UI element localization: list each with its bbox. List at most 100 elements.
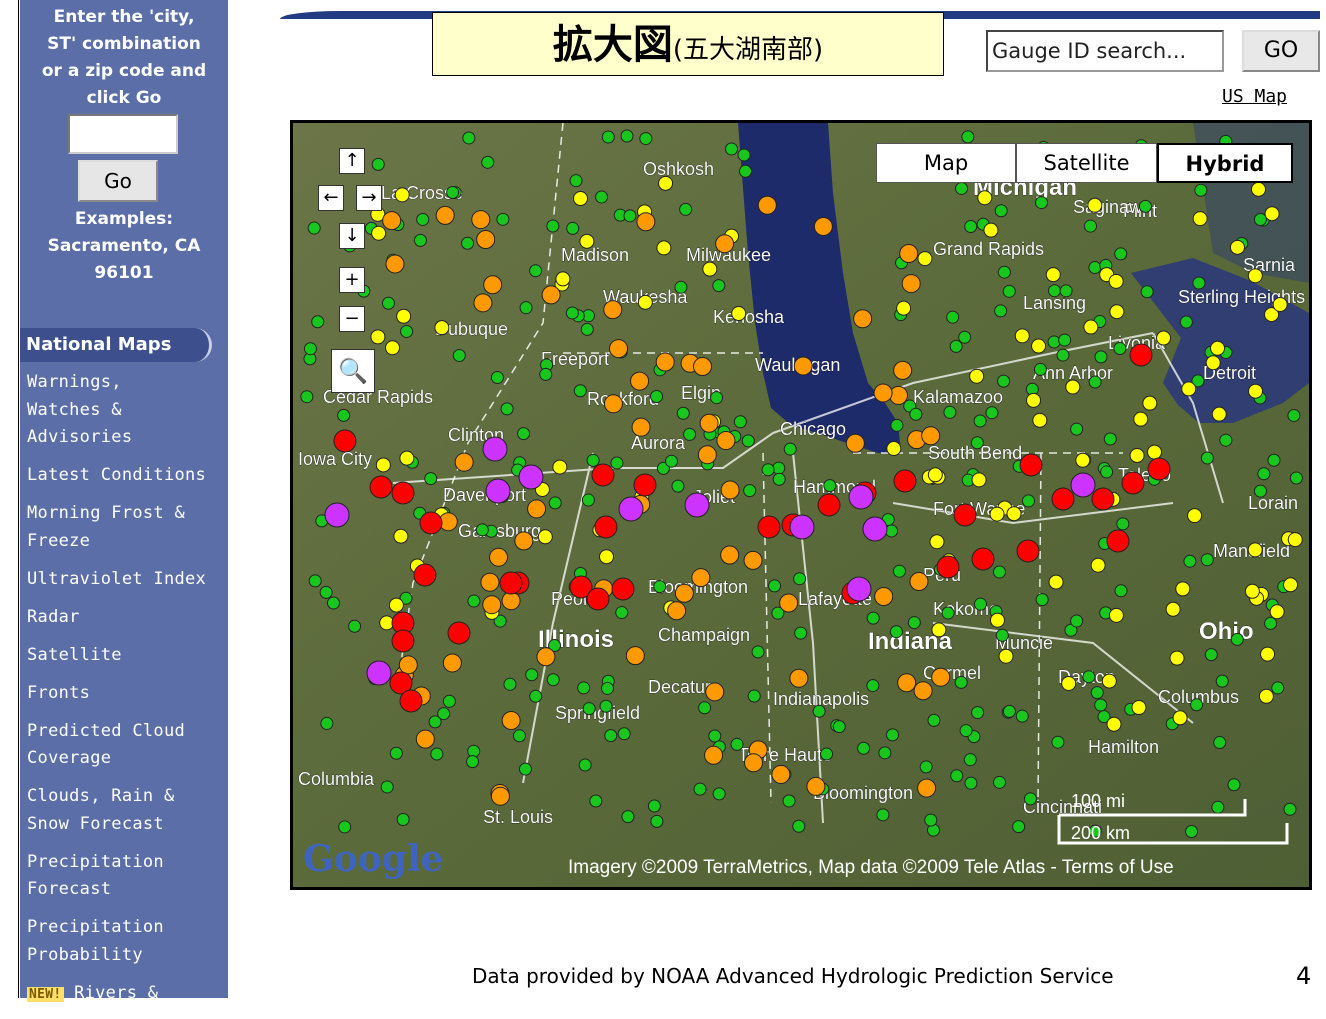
gauge-marker[interactable]: [413, 233, 427, 247]
gauge-marker[interactable]: [708, 729, 722, 743]
gauge-marker[interactable]: [382, 211, 402, 231]
gauge-marker[interactable]: [1175, 581, 1191, 597]
gauge-marker[interactable]: [1258, 688, 1274, 704]
gauge-marker[interactable]: [1185, 825, 1199, 839]
gauge-marker[interactable]: [1108, 273, 1124, 289]
gauge-marker[interactable]: [699, 413, 719, 433]
gauge-marker[interactable]: [772, 472, 786, 486]
gauge-marker[interactable]: [396, 308, 412, 324]
gauge-marker[interactable]: [1103, 432, 1117, 446]
gauge-marker[interactable]: [525, 668, 539, 682]
gauge-marker[interactable]: [1269, 604, 1285, 620]
gauge-marker[interactable]: [917, 778, 937, 798]
gauge-marker[interactable]: [1271, 681, 1285, 695]
nav-latest-conditions[interactable]: Latest Conditions: [27, 465, 207, 485]
gauge-marker[interactable]: [578, 758, 592, 772]
gauge-marker[interactable]: [518, 464, 544, 490]
gauge-marker[interactable]: [955, 181, 969, 195]
gauge-marker[interactable]: [416, 212, 430, 226]
gauge-marker[interactable]: [399, 591, 413, 605]
gauge-marker[interactable]: [308, 574, 322, 588]
gauge-marker[interactable]: [577, 681, 591, 695]
gauge-marker[interactable]: [768, 579, 782, 593]
gauge-marker[interactable]: [793, 356, 813, 376]
gauge-marker[interactable]: [743, 484, 757, 498]
gauge-marker[interactable]: [625, 646, 645, 666]
nav-rivers[interactable]: NEW! Rivers &: [27, 980, 227, 1009]
gauge-marker[interactable]: [1192, 276, 1206, 290]
gauge-marker[interactable]: [447, 621, 471, 645]
gauge-marker[interactable]: [1045, 267, 1061, 283]
gauge-marker[interactable]: [973, 414, 987, 428]
map-view[interactable]: OshkoshMadisonMilwaukeeWaukeshaKenoshaWa…: [290, 120, 1312, 890]
gauge-marker[interactable]: [539, 367, 553, 381]
gauge-marker[interactable]: [650, 814, 664, 828]
gauge-marker[interactable]: [779, 593, 799, 613]
gauge-marker[interactable]: [820, 747, 834, 761]
gauge-marker[interactable]: [970, 436, 984, 450]
gauge-marker[interactable]: [490, 370, 504, 384]
gauge-marker[interactable]: [782, 794, 796, 808]
gauge-marker[interactable]: [599, 699, 613, 713]
gauge-marker[interactable]: [1264, 616, 1278, 630]
gauge-marker[interactable]: [430, 747, 444, 761]
gauge-marker[interactable]: [712, 787, 726, 801]
gauge-marker[interactable]: [817, 493, 841, 517]
gauge-marker[interactable]: [637, 294, 653, 310]
gauge-marker[interactable]: [636, 212, 656, 232]
gauge-marker[interactable]: [600, 681, 614, 695]
gauge-marker[interactable]: [793, 572, 807, 586]
nav-warnings[interactable]: Warnings, Watches & Advisories: [27, 372, 133, 447]
gauge-marker[interactable]: [983, 222, 999, 238]
gauge-marker[interactable]: [311, 315, 325, 329]
gauge-marker[interactable]: [886, 441, 902, 457]
gauge-marker[interactable]: [1165, 601, 1181, 617]
gauge-marker[interactable]: [1215, 674, 1229, 688]
gauge-marker[interactable]: [482, 595, 502, 615]
gauge-marker[interactable]: [1205, 355, 1221, 371]
gauge-marker[interactable]: [971, 706, 985, 720]
gauge-marker[interactable]: [1058, 333, 1072, 347]
gauge-marker[interactable]: [1211, 800, 1225, 814]
gauge-marker[interactable]: [679, 202, 693, 216]
gauge-marker[interactable]: [324, 502, 350, 528]
gauge-marker[interactable]: [890, 418, 904, 432]
gauge-marker[interactable]: [757, 195, 777, 215]
gauge-marker[interactable]: [901, 274, 921, 294]
gauge-marker[interactable]: [307, 221, 321, 235]
gauge-marker[interactable]: [548, 496, 562, 510]
gauge-marker[interactable]: [1006, 506, 1022, 522]
gauge-marker[interactable]: [462, 131, 476, 145]
gauge-marker[interactable]: [1019, 453, 1043, 477]
gauge-marker[interactable]: [1156, 330, 1172, 346]
gauge-marker[interactable]: [751, 645, 765, 659]
gauge-marker[interactable]: [480, 572, 500, 592]
gauge-marker[interactable]: [741, 434, 755, 448]
gauge-marker[interactable]: [434, 320, 450, 336]
gauge-marker[interactable]: [1065, 379, 1081, 395]
gauge-marker[interactable]: [599, 549, 615, 565]
gauge-marker[interactable]: [1097, 710, 1111, 724]
gauge-go-button[interactable]: GO: [1242, 30, 1320, 72]
gauge-marker[interactable]: [744, 753, 764, 773]
gauge-marker[interactable]: [1116, 517, 1130, 531]
zip-code-input[interactable]: [68, 114, 178, 154]
gauge-marker[interactable]: [1213, 736, 1227, 750]
gauge-marker[interactable]: [586, 587, 610, 611]
gauge-marker[interactable]: [866, 611, 880, 625]
nav-fronts[interactable]: Fronts: [27, 682, 91, 703]
gauge-marker[interactable]: [1101, 673, 1117, 689]
gauge-marker[interactable]: [394, 187, 410, 203]
gauge-marker[interactable]: [483, 275, 503, 295]
gauge-marker[interactable]: [1026, 392, 1042, 408]
gauge-marker[interactable]: [720, 480, 740, 500]
gauge-marker[interactable]: [1272, 296, 1288, 312]
gauge-marker[interactable]: [610, 456, 624, 470]
gauge-marker[interactable]: [391, 629, 415, 653]
gauge-marker[interactable]: [783, 442, 797, 456]
gauge-marker[interactable]: [1138, 199, 1152, 213]
gauge-marker[interactable]: [812, 704, 826, 718]
gauge-marker[interactable]: [772, 461, 786, 475]
gauge-marker[interactable]: [931, 667, 951, 687]
gauge-marker[interactable]: [845, 433, 865, 453]
